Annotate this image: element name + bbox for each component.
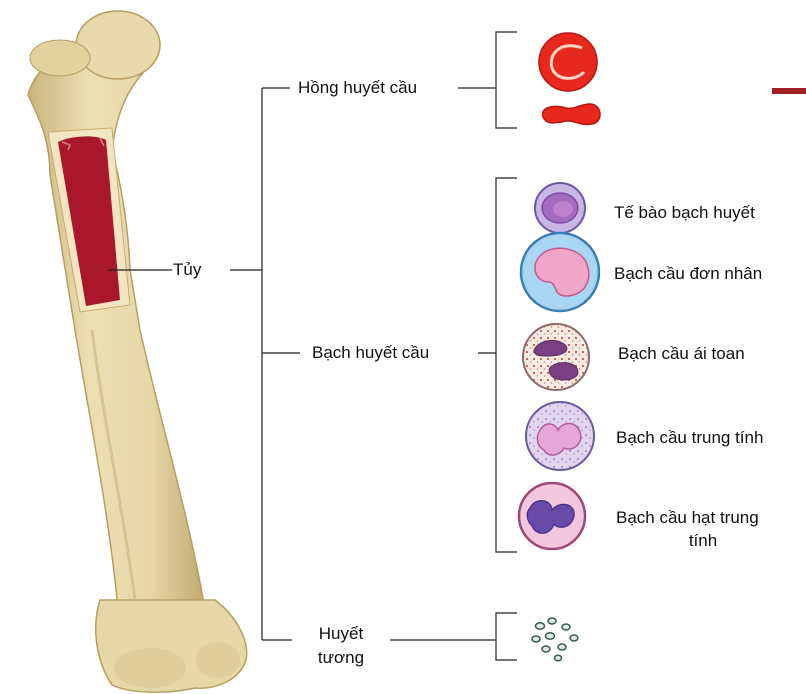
lymphocyte-label: Tế bào bạch huyết xyxy=(614,202,755,224)
red-blood-cell-front xyxy=(539,33,597,91)
plasma-label-line2: tương xyxy=(296,647,386,669)
bone-shaft xyxy=(28,15,205,610)
plasma-label-line1: Huyết xyxy=(296,623,386,645)
eosinophil-cell xyxy=(523,324,589,390)
bone-head xyxy=(76,11,160,79)
marrow-label: Tủy xyxy=(173,259,201,281)
femur-bone-illustration xyxy=(28,11,247,692)
plasma-particles xyxy=(532,618,578,661)
red-blood-cells-label: Hồng huyết cầu xyxy=(298,77,417,99)
segmented-neutrophil-label-line1: Bạch cầu hạt trung xyxy=(616,507,759,529)
neutrophil-cell xyxy=(526,402,594,470)
eosinophil-label: Bạch cầu ái toan xyxy=(618,343,745,365)
accent-bar xyxy=(772,88,806,94)
lymphocyte-cell xyxy=(535,183,585,233)
red-blood-cell-side xyxy=(543,104,601,124)
monocyte-label: Bạch cầu đơn nhân xyxy=(614,263,762,285)
monocyte-cell xyxy=(521,233,599,311)
white-blood-cells-label: Bạch huyết cầu xyxy=(312,342,429,364)
neutrophil-label: Bạch cầu trung tính xyxy=(616,427,763,449)
segmented-neutrophil-cell xyxy=(519,483,585,549)
segmented-neutrophil-label-line2: tính xyxy=(616,530,790,552)
red-blood-cells-group xyxy=(539,33,600,124)
